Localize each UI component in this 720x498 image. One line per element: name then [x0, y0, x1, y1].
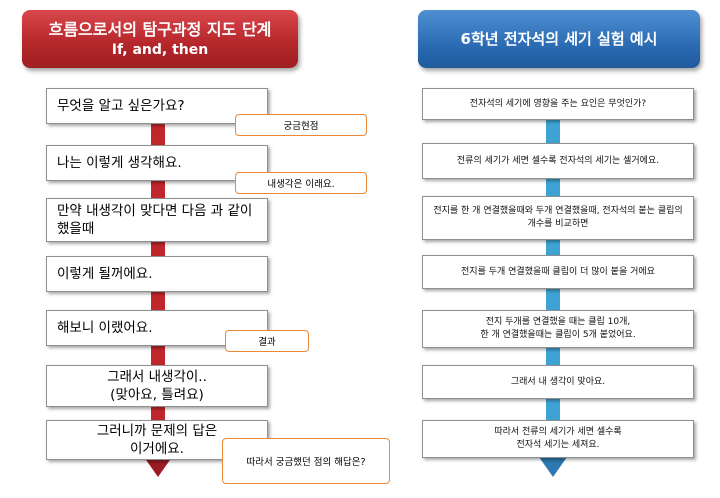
- left-step-method: 만약 내생각이 맞다면 다음 과 같이 했을때: [46, 198, 268, 242]
- left-step-conclusion: 그래서 내생각이.. (맞아요, 틀려요): [46, 365, 268, 407]
- left-step-answer: 그러니까 문제의 답은 이거에요.: [46, 420, 268, 460]
- left-down-arrow-icon: [144, 457, 172, 477]
- note-answer: 따라서 궁금했던 점의 해답은?: [222, 438, 390, 484]
- note-my-thought: 내생각은 이래요.: [235, 172, 367, 194]
- right-step-conclusion: 그래서 내 생각이 맞아요.: [422, 365, 694, 399]
- right-down-arrow-icon: [539, 457, 567, 477]
- left-header: 흐름으로서의 탐구과정 지도 단계 If, and, then: [22, 10, 298, 68]
- left-subtitle: If, and, then: [111, 42, 209, 58]
- left-title: 흐름으로서의 탐구과정 지도 단계: [48, 20, 272, 39]
- note-result: 결과: [225, 330, 309, 352]
- left-step-hypothesis: 나는 이렇게 생각해요.: [46, 145, 268, 181]
- right-step-question: 전자석의 세기에 영향을 주는 요인은 무엇인가?: [422, 88, 694, 120]
- left-step-question: 무엇을 알고 싶은가요?: [46, 88, 268, 124]
- right-step-hypothesis: 전류의 세기가 세면 셀수록 전자석의 세기는 셀거에요.: [422, 143, 694, 179]
- right-step-result: 전지 두개를 연결했을 때는 클립 10개, 한 개 연결했을때는 클립이 5개…: [422, 310, 694, 348]
- right-header: 6학년 전자석의 세기 실험 예시: [418, 10, 700, 68]
- right-step-method: 전지를 한 개 연결했을때와 두개 연결했을때, 전자석의 붙는 클립의 개수를…: [422, 196, 694, 240]
- right-step-prediction: 전지를 두개 연결했을때 클립이 더 많이 붙을 거에요: [422, 255, 694, 289]
- left-step-prediction: 이렇게 될꺼에요.: [46, 256, 268, 292]
- right-step-answer: 따라서 전류의 세기가 세면 셀수록 전자석 세기는 세져요.: [422, 420, 694, 458]
- right-title: 6학년 전자석의 세기 실험 예시: [460, 30, 658, 48]
- note-curiosity: 궁금현점: [235, 114, 367, 136]
